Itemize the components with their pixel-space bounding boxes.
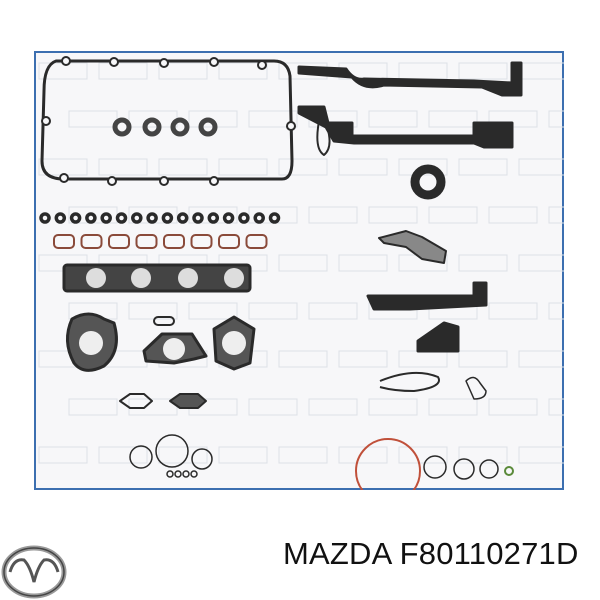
valve-stem-seals: [39, 212, 281, 224]
watermark-tile: [308, 206, 358, 224]
intake-port-gasket: [190, 234, 213, 249]
watermark-tile: [278, 254, 328, 272]
exhaust-manifold-gasket: [62, 263, 252, 293]
watermark-tile: [218, 446, 268, 464]
watermark-tile: [428, 398, 478, 416]
water-pump-gasket: [378, 230, 447, 264]
intake-port-gasket: [80, 234, 103, 249]
thermostat-gasket: [465, 376, 487, 400]
valve-stem-seal: [176, 212, 189, 224]
watermark-tile: [128, 302, 178, 320]
oil-cooler-gasket: [416, 321, 460, 353]
watermark-tile: [458, 62, 508, 80]
valve-stem-seal: [207, 212, 220, 224]
intake-port-gasket: [108, 234, 130, 249]
watermark-tile: [518, 158, 564, 176]
product-caption: MAZDA F80110271D: [283, 536, 579, 572]
watermark-tile: [368, 110, 418, 128]
large-o-ring: [355, 438, 421, 490]
valve-stem-seal: [222, 212, 235, 224]
valve-stem-seal: [238, 212, 250, 224]
watermark-tile: [518, 446, 564, 464]
valve-stem-seal: [85, 212, 97, 224]
watermark-tile: [458, 158, 508, 176]
small-gasket: [316, 120, 331, 156]
watermark-tile: [98, 62, 148, 80]
watermark-tile: [518, 350, 564, 368]
valve-stem-seal: [131, 212, 143, 224]
watermark-tile: [548, 398, 564, 416]
watermark-tile: [158, 158, 208, 176]
valve-stem-seal: [115, 212, 128, 224]
watermark-tile: [458, 254, 508, 272]
watermark-tile: [188, 302, 238, 320]
watermark-pattern: [38, 62, 564, 464]
intake-port-gasket: [163, 234, 185, 249]
sump-seal: [379, 371, 440, 392]
watermark-tile: [518, 254, 564, 272]
intake-port-gasket: [53, 234, 75, 249]
watermark-tile: [248, 302, 298, 320]
watermark-tile: [278, 446, 328, 464]
watermark-tile: [338, 158, 388, 176]
part-number: F80110271D: [399, 536, 579, 571]
intake-port-gaskets: [53, 234, 268, 249]
watermark-tile: [218, 62, 268, 80]
oil-feed-gasket: [153, 316, 175, 326]
timing-cover-gasket-upper: [297, 61, 523, 97]
valve-stem-seal: [253, 212, 265, 224]
watermark-tile: [308, 302, 358, 320]
watermark-tile: [458, 350, 508, 368]
valve-cover-gasket: [40, 59, 294, 181]
watermark-tile: [278, 350, 328, 368]
watermark-tile: [278, 158, 328, 176]
watermark-tile: [428, 206, 478, 224]
egr-gasket-2: [169, 393, 207, 409]
watermark-tile: [158, 62, 208, 80]
mazda-logo: [1, 545, 67, 599]
watermark-tile: [548, 110, 564, 128]
brand-name: MAZDA: [283, 536, 391, 571]
watermark-tile: [488, 206, 538, 224]
valve-stem-seal: [146, 212, 158, 224]
watermark-tile: [308, 398, 358, 416]
valve-stem-seal: [69, 212, 82, 224]
watermark-tile: [548, 206, 564, 224]
watermark-tile: [368, 398, 418, 416]
watermark-tile: [68, 398, 118, 416]
watermark-tile: [548, 302, 564, 320]
watermark-tile: [398, 446, 448, 464]
valve-stem-seal: [161, 212, 174, 224]
watermark-tile: [38, 446, 88, 464]
watermark-tile: [488, 398, 538, 416]
gasket-set-photo: [34, 51, 564, 490]
valve-stem-seal: [268, 212, 281, 224]
crankshaft-seal: [410, 164, 446, 200]
watermark-tile: [338, 254, 388, 272]
watermark-tile: [218, 158, 268, 176]
watermark-tile: [428, 110, 478, 128]
watermark-tile: [338, 446, 388, 464]
watermark-tile: [98, 158, 148, 176]
watermark-tile: [488, 302, 538, 320]
watermark-tile: [98, 446, 148, 464]
watermark-tile: [338, 350, 388, 368]
valve-stem-seal: [39, 212, 51, 224]
timing-cover-gasket-lower: [297, 105, 514, 149]
valve-stem-seal: [100, 212, 112, 224]
watermark-tile: [248, 398, 298, 416]
watermark-tile: [248, 110, 298, 128]
intake-gasket: [366, 281, 488, 311]
egr-gasket-1: [119, 393, 153, 409]
valve-stem-seal: [54, 212, 67, 224]
intake-port-gasket: [245, 234, 268, 249]
intake-port-gasket: [135, 234, 158, 249]
watermark-tile: [368, 206, 418, 224]
valve-stem-seal: [192, 212, 204, 224]
intake-port-gasket: [218, 234, 240, 249]
